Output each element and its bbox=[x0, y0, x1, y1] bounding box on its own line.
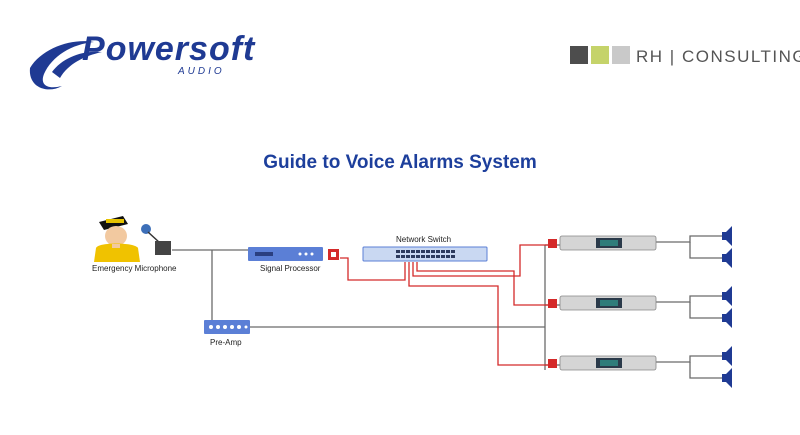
person-icon bbox=[94, 216, 140, 262]
network-wiring bbox=[340, 244, 548, 366]
speaker-icon bbox=[722, 346, 732, 388]
consulting-name: RH bbox=[636, 47, 664, 66]
microphone-icon bbox=[141, 224, 171, 255]
amplifier-icon bbox=[548, 355, 657, 371]
diagram-title: Guide to Voice Alarms System bbox=[263, 152, 537, 173]
speaker-icon bbox=[722, 286, 732, 328]
brand-subtitle: AUDIO bbox=[178, 66, 225, 77]
label-signal-processor: Signal Processor bbox=[260, 264, 321, 273]
brand-name: owersoft bbox=[105, 30, 256, 68]
amplifier-icon bbox=[548, 235, 657, 251]
preamp-icon bbox=[204, 320, 250, 334]
consulting-swatch-3 bbox=[612, 46, 630, 64]
consulting-divider: | bbox=[669, 47, 676, 66]
label-pre-amp: Pre-Amp bbox=[210, 338, 242, 347]
speaker-icon bbox=[722, 226, 732, 268]
switch-icon bbox=[362, 246, 488, 262]
consulting-swatch-1 bbox=[570, 46, 588, 64]
consulting-suffix: CONSULTING bbox=[681, 47, 800, 66]
amplifier-icon bbox=[548, 295, 657, 311]
logo-swoosh-icon bbox=[29, 41, 102, 90]
label-emergency-microphone: Emergency Microphone bbox=[92, 264, 177, 273]
consulting-logo-text: RH | CONSULTING bbox=[636, 47, 800, 67]
label-network-switch: Network Switch bbox=[396, 235, 452, 244]
processor-icon bbox=[248, 247, 323, 261]
brand-logo: Powersoft bbox=[82, 30, 255, 69]
brand-initial: P bbox=[82, 30, 106, 68]
consulting-swatch-2 bbox=[591, 46, 609, 64]
network-port-icon bbox=[328, 249, 339, 260]
